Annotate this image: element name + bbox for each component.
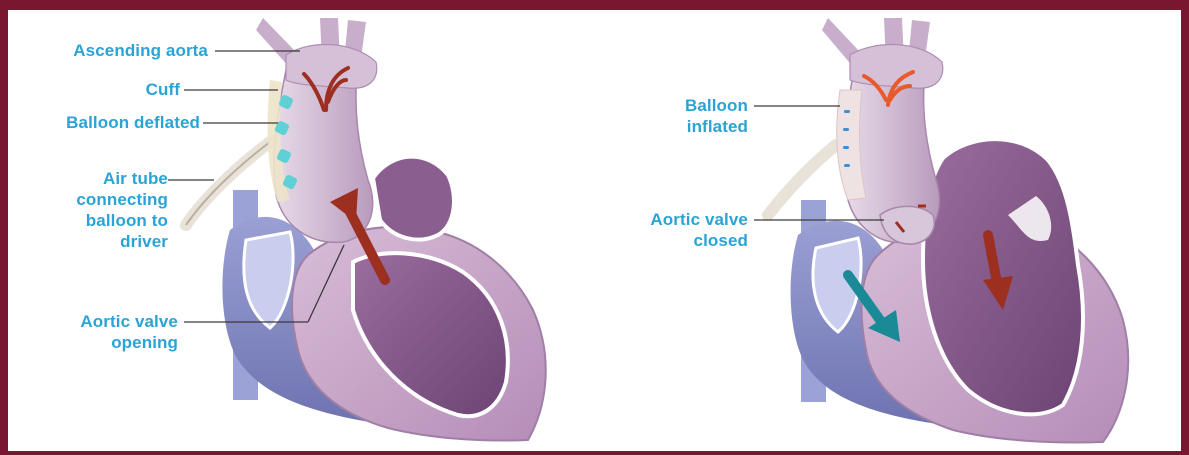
label-aortic-valve-opening-line-1: Aortic valve xyxy=(38,311,178,332)
label-balloon-inflated: Balloon inflated xyxy=(648,95,748,137)
left-heart xyxy=(186,18,546,441)
label-air-tube-line-2: connecting xyxy=(48,189,168,210)
right-heart xyxy=(768,18,1128,443)
label-balloon-deflated: Balloon deflated xyxy=(8,112,200,133)
label-air-tube-line-3: balloon to xyxy=(48,210,168,231)
label-ascending-aorta: Ascending aorta xyxy=(26,40,208,61)
label-air-tube: Air tube connecting balloon to driver xyxy=(48,168,168,252)
label-aortic-valve-opening: Aortic valve opening xyxy=(38,311,178,353)
label-aortic-valve-closed: Aortic valve closed xyxy=(608,209,748,251)
label-aortic-valve-closed-line-1: Aortic valve xyxy=(608,209,748,230)
figure-panel: Ascending aorta Cuff Balloon deflated Ai… xyxy=(8,10,1181,451)
label-air-tube-line-1: Air tube xyxy=(48,168,168,189)
label-balloon-inflated-line-2: inflated xyxy=(648,116,748,137)
label-aortic-valve-opening-line-2: opening xyxy=(38,332,178,353)
label-balloon-inflated-line-1: Balloon xyxy=(648,95,748,116)
label-aortic-valve-closed-line-2: closed xyxy=(608,230,748,251)
label-air-tube-line-4: driver xyxy=(48,231,168,252)
label-cuff: Cuff xyxy=(108,79,180,100)
left-atrium xyxy=(373,157,454,240)
heart-illustration xyxy=(8,10,1181,451)
